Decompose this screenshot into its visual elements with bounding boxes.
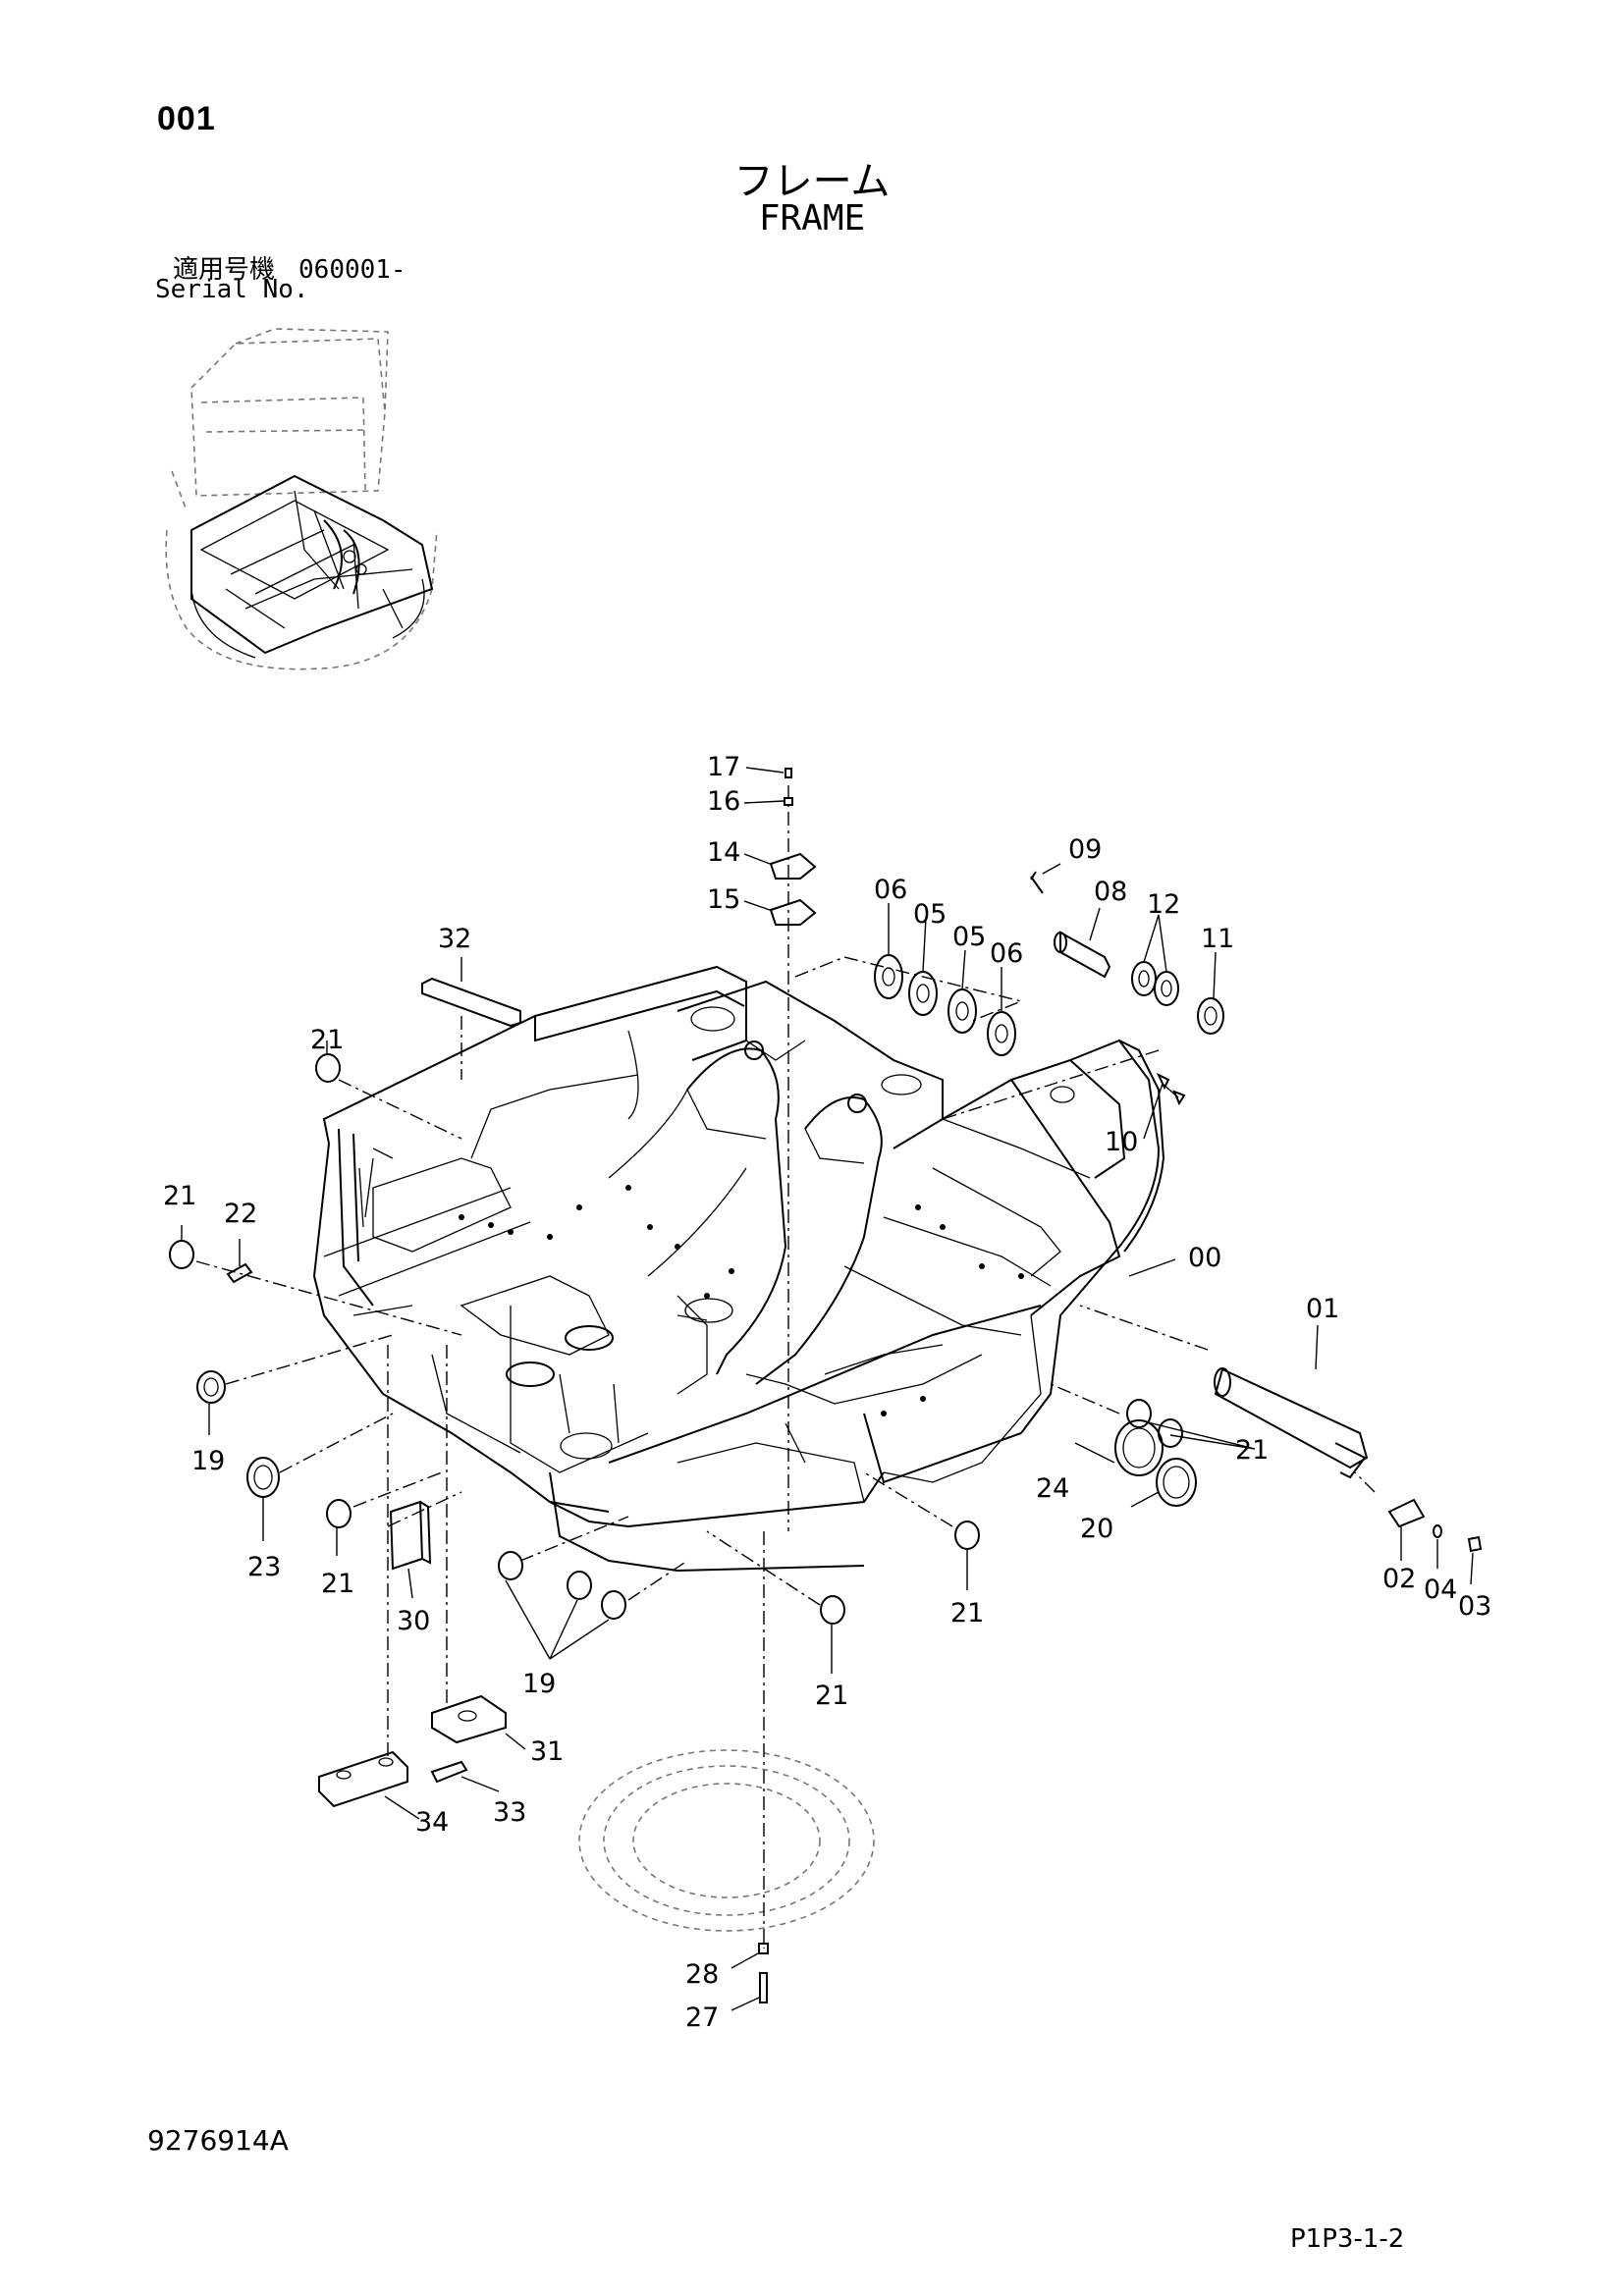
callout-09: 09: [1068, 834, 1102, 865]
part-08-pin: [1054, 931, 1111, 979]
title-english: FRAME: [758, 198, 866, 239]
callout-04: 04: [1424, 1575, 1457, 1605]
part-34-plate: [318, 1750, 408, 1808]
part-33-bar: [430, 1760, 468, 1784]
title-japanese: フレーム: [733, 159, 891, 204]
part-31-plate: [431, 1694, 507, 1744]
callout-32: 32: [438, 924, 471, 954]
callout-21b: 21: [163, 1181, 196, 1211]
main-frame: [312, 965, 1165, 1573]
callout-27: 27: [685, 2002, 719, 2033]
swing-bearing-ring: [578, 1749, 875, 1932]
part-24-20-rings: [1114, 1419, 1197, 1507]
page-number: 001: [157, 100, 216, 137]
callout-08: 08: [1094, 877, 1127, 907]
part-06-05-shims: [794, 954, 1024, 1056]
callout-17: 17: [707, 752, 740, 782]
callout-21c: 21: [1235, 1435, 1269, 1466]
callout-30: 30: [397, 1606, 430, 1636]
callout-03: 03: [1458, 1591, 1491, 1622]
part-28-27-bolts: [758, 1943, 769, 2003]
callout-28: 28: [685, 1959, 719, 1990]
part-04-washer: [1433, 1524, 1442, 1538]
leader-lines: [181, 767, 1474, 2011]
part-19-seals: [196, 1370, 626, 1620]
part-11-washer: [1197, 997, 1224, 1035]
callout-12: 12: [1147, 889, 1180, 920]
part-10-bolts: [1156, 1072, 1186, 1106]
part-02-lock-plate: [1387, 1498, 1426, 1528]
callout-16: 16: [707, 786, 740, 817]
part-32-bar: [421, 977, 521, 1028]
callout-31: 31: [530, 1736, 564, 1767]
callout-11: 11: [1201, 924, 1234, 954]
page-reference: P1P3-1-2: [1290, 2224, 1405, 2254]
callout-02: 02: [1382, 1564, 1416, 1594]
part-01-pin: [1214, 1367, 1369, 1479]
callout-20: 20: [1080, 1514, 1113, 1544]
callout-19a: 19: [191, 1446, 225, 1476]
callout-21a: 21: [310, 1025, 344, 1055]
part-03-bolt: [1467, 1535, 1483, 1553]
callout-06a: 06: [874, 875, 907, 905]
part-17-bolt: [785, 768, 792, 778]
callout-05a: 05: [913, 899, 947, 930]
callout-33: 33: [493, 1797, 526, 1828]
callout-05b: 05: [952, 922, 986, 952]
callout-22: 22: [224, 1199, 257, 1229]
overview-thumbnail: [165, 328, 438, 670]
part-14-cover: [769, 852, 817, 880]
callout-14: 14: [707, 837, 740, 868]
serial-label-japanese: 適用号機 060001-: [173, 249, 406, 286]
serial-range: 060001-: [298, 255, 406, 285]
callout-34: 34: [415, 1807, 449, 1838]
callout-24: 24: [1036, 1473, 1069, 1504]
part-16-washer: [784, 797, 793, 806]
serial-label-english: Serial No.: [155, 275, 309, 304]
callout-06b: 06: [990, 938, 1023, 969]
callout-23: 23: [247, 1552, 281, 1582]
part-22-seal: [226, 1262, 253, 1284]
callout-19b: 19: [522, 1669, 556, 1699]
part-23-ring: [246, 1457, 280, 1498]
part-15-plate: [769, 898, 817, 926]
callout-21f: 21: [815, 1681, 848, 1711]
callout-10: 10: [1105, 1127, 1138, 1157]
callout-01: 01: [1306, 1294, 1339, 1324]
drawing-number: 9276914A: [147, 2124, 289, 2157]
part-12-collars: [1131, 961, 1179, 1006]
part-30-plate: [389, 1500, 432, 1571]
part-09-grease-fitting: [1030, 871, 1044, 894]
serial-label-jp-text: 適用号機: [173, 255, 276, 285]
callout-00: 00: [1188, 1243, 1221, 1273]
part-21-bushings: [169, 1053, 1183, 1625]
callout-15: 15: [707, 884, 740, 915]
callout-labels: 17 16 14 15 09 08 12 11 06 05 05 06 10 3…: [163, 752, 1491, 2033]
callout-21e: 21: [950, 1598, 984, 1629]
alignment-lines: [195, 785, 1376, 1949]
callout-21d: 21: [321, 1569, 354, 1599]
